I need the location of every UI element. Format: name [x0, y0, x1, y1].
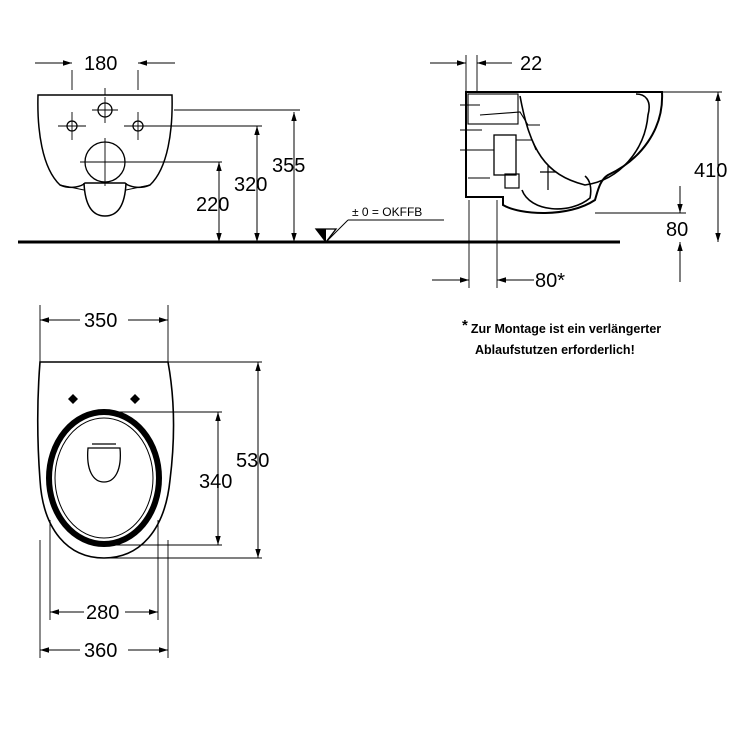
dim-label-22: 22 [520, 53, 542, 75]
dim-label-180: 180 [84, 53, 117, 75]
dim-label-280: 280 [86, 602, 119, 624]
floor-level-symbol [314, 219, 444, 244]
dim-label-80-star: 80* [535, 270, 565, 292]
front-view-bowl [37, 94, 173, 189]
fixing-point-right [130, 394, 140, 404]
side-view-body [465, 91, 664, 214]
top-view-seat-outer [46, 409, 162, 547]
installation-note: *Zur Montage ist ein verlängerter Ablauf… [462, 317, 742, 361]
floor-reference-label: ± 0 = OKFFB [352, 205, 422, 219]
note-asterisk: * [462, 317, 468, 334]
dim-label-360: 360 [84, 640, 117, 662]
top-view-outline [36, 361, 175, 559]
front-view-outlet [83, 182, 127, 217]
dim-label-340: 340 [199, 471, 232, 493]
side-view-inner-bowl [519, 93, 650, 186]
dim-label-350: 350 [84, 310, 117, 332]
top-view-seat-inner [54, 417, 154, 539]
dim-label-320: 320 [234, 174, 267, 196]
top-view [36, 305, 262, 658]
front-view [37, 70, 300, 217]
dim-label-530: 530 [236, 450, 269, 472]
side-view [460, 55, 722, 288]
fixing-point-left [68, 394, 78, 404]
note-line-1: Zur Montage ist ein verlängerter [470, 322, 662, 336]
dim-label-80: 80 [666, 219, 688, 241]
top-view-drain [87, 447, 121, 483]
dim-label-220: 220 [196, 194, 229, 216]
dim-label-410: 410 [694, 160, 727, 182]
dim-label-355: 355 [272, 155, 305, 177]
note-line-2: Ablaufstutzen erforderlich! [475, 343, 635, 357]
